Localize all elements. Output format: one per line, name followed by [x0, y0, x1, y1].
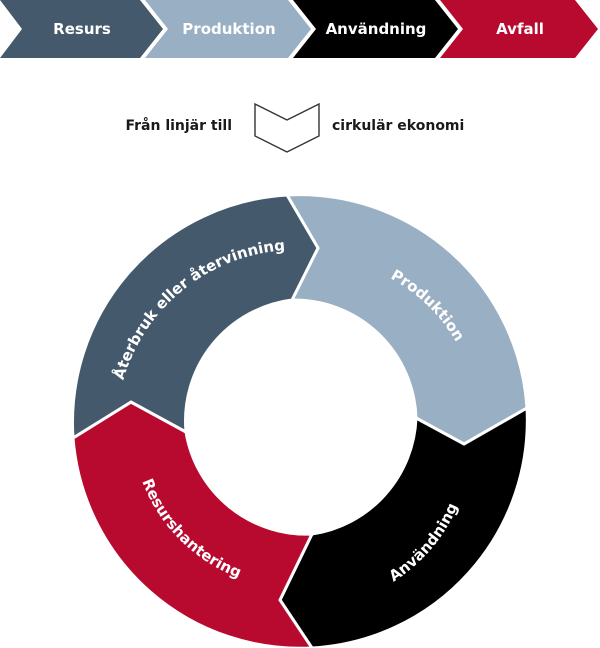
transition-row: Från linjär till cirkulär ekonomi [125, 102, 464, 153]
ring-segment-aterbruk [70, 193, 320, 441]
linear-step-resurs [0, 0, 163, 58]
ring-segment-resurshantering [71, 400, 315, 648]
transition-right-text: cirkulär ekonomi [332, 118, 464, 134]
circular-flow-ring: Återbruk eller återvinning Produktion An… [70, 193, 529, 648]
linear-flow-bar: Resurs Produktion Användning Avfall [0, 0, 598, 58]
linear-step-label: Produktion [182, 20, 275, 38]
linear-step-label: Resurs [53, 20, 111, 38]
chevron-down-outline-icon [254, 102, 320, 153]
linear-step-anvandning [293, 0, 458, 58]
transition-left-text: Från linjär till [125, 117, 232, 134]
linear-step-produktion [145, 0, 311, 58]
linear-step-label: Avfall [496, 20, 544, 38]
ring-segment-anvandning [278, 405, 529, 648]
linear-step-avfall [440, 0, 598, 58]
ring-segment-produktion [284, 193, 529, 446]
linear-step-label: Användning [326, 20, 427, 38]
